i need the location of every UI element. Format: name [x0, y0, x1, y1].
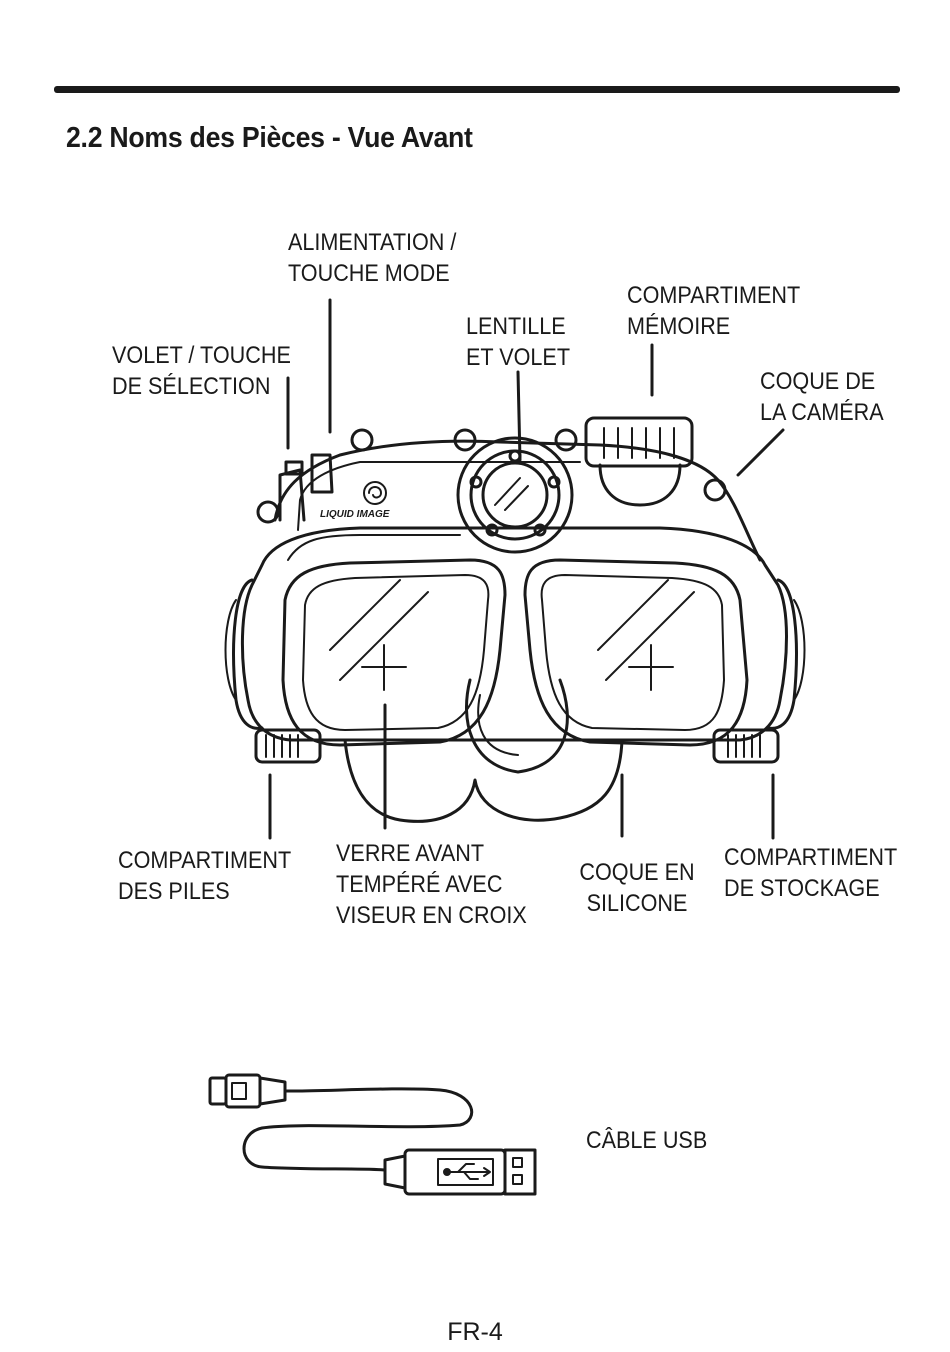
brand-logo-text: LIQUID IMAGE: [320, 509, 390, 520]
silicone-skirt-outline: [345, 740, 622, 821]
memory-cap: [586, 418, 692, 505]
nose-pocket: [466, 680, 567, 772]
label-silicone-skirt: COQUE EN SILICONE: [579, 857, 696, 919]
lens-assembly: [458, 438, 572, 552]
label-shutter-select: VOLET / TOUCHE DE SÉLECTION: [112, 340, 291, 402]
label-lens-shutter: LENTILLE ET VOLET: [466, 311, 570, 373]
page-number: FR-4: [0, 1318, 950, 1347]
label-storage-compartment: COMPARTIMENT DE STOCKAGE: [724, 842, 897, 904]
usb-symbol-icon: [444, 1164, 490, 1179]
label-power-mode: ALIMENTATION / TOUCHE MODE: [288, 227, 456, 289]
usb-cable-illustration: [210, 1075, 535, 1194]
mask-frame-outer: [242, 528, 786, 740]
label-camera-housing: COQUE DE LA CAMÉRA: [760, 366, 884, 428]
battery-knob: [256, 730, 320, 762]
label-memory-compartment: COMPARTIMENT MÉMOIRE: [627, 280, 800, 342]
brand-logo-icon: [364, 482, 386, 504]
label-battery-compartment: COMPARTIMENT DES PILES: [118, 845, 291, 907]
left-lens-glass: [303, 575, 488, 730]
label-front-glass: VERRE AVANT TEMPÉRÉ AVEC VISEUR EN CROIX: [336, 838, 527, 931]
label-usb-cable: CÂBLE USB: [586, 1125, 707, 1156]
nose-pocket-inner: [478, 695, 518, 755]
